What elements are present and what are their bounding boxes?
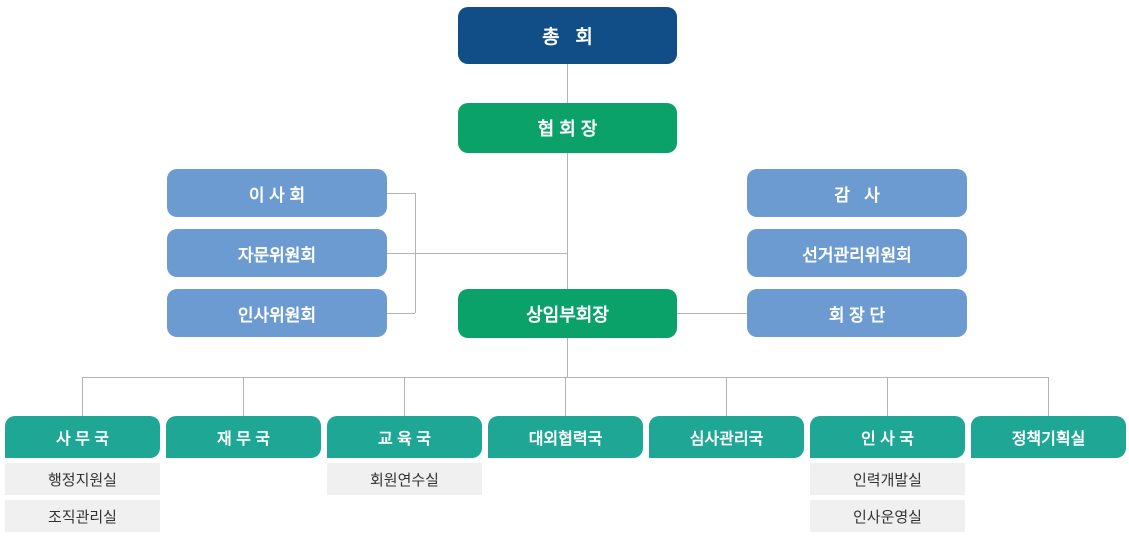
connector-drop-secretariat bbox=[82, 377, 83, 416]
connector-drop-personnel-dept bbox=[887, 377, 888, 416]
org-box-chairman-group: 회 장 단 bbox=[747, 289, 967, 337]
org-box-personnel-committee: 인사위원회 bbox=[167, 289, 387, 337]
org-box-board-of-directors: 이 사 회 bbox=[167, 169, 387, 217]
dept-col-policy-planning: 정책기획실 bbox=[971, 416, 1126, 458]
dept-col-personnel: 인 사 국 인력개발실 인사운영실 bbox=[810, 416, 965, 532]
org-box-general-assembly: 총 회 bbox=[458, 7, 677, 64]
sub-box-hr-development: 인력개발실 bbox=[810, 463, 965, 495]
sub-box-member-training: 회원연수실 bbox=[327, 463, 482, 495]
dept-box-external-cooperation: 대외협력국 bbox=[488, 416, 643, 458]
connector-drop-external bbox=[565, 377, 566, 416]
dept-col-secretariat: 사 무 국 행정지원실 조직관리실 bbox=[5, 416, 160, 532]
connector-personnel-stub bbox=[387, 313, 415, 314]
dept-box-policy-planning: 정책기획실 bbox=[971, 416, 1126, 458]
dept-box-secretariat: 사 무 국 bbox=[5, 416, 160, 458]
dept-col-external-cooperation: 대외협력국 bbox=[488, 416, 643, 458]
org-box-chairman: 협 회 장 bbox=[458, 103, 677, 153]
dept-box-finance: 재 무 국 bbox=[166, 416, 321, 458]
connector-board-stub bbox=[387, 193, 415, 194]
org-box-auditor: 감 사 bbox=[747, 169, 967, 217]
dept-box-personnel: 인 사 국 bbox=[810, 416, 965, 458]
org-box-executive-vice-chairman: 상임부회장 bbox=[458, 289, 677, 338]
connector-drop-finance bbox=[243, 377, 244, 416]
dept-col-education: 교 육 국 회원연수실 bbox=[327, 416, 482, 495]
connector-vice-chairman-group bbox=[677, 313, 747, 314]
dept-col-screening-management: 심사관리국 bbox=[649, 416, 804, 458]
connector-drop-education bbox=[404, 377, 405, 416]
org-box-election-committee: 선거관리위원회 bbox=[747, 229, 967, 277]
dept-box-screening-management: 심사관리국 bbox=[649, 416, 804, 458]
connector-chairman-vice bbox=[567, 153, 568, 289]
connector-drop-screening bbox=[726, 377, 727, 416]
connector-advisory-to-trunk bbox=[387, 253, 567, 254]
connector-vice-distribution bbox=[567, 338, 568, 377]
sub-box-org-management: 조직관리실 bbox=[5, 500, 160, 532]
dept-box-education: 교 육 국 bbox=[327, 416, 482, 458]
connector-drop-policy bbox=[1048, 377, 1049, 416]
org-box-advisory-committee: 자문위원회 bbox=[167, 229, 387, 277]
sub-box-admin-support: 행정지원실 bbox=[5, 463, 160, 495]
connector-assembly-chairman bbox=[567, 64, 568, 103]
dept-col-finance: 재 무 국 bbox=[166, 416, 321, 458]
sub-box-personnel-operations: 인사운영실 bbox=[810, 500, 965, 532]
